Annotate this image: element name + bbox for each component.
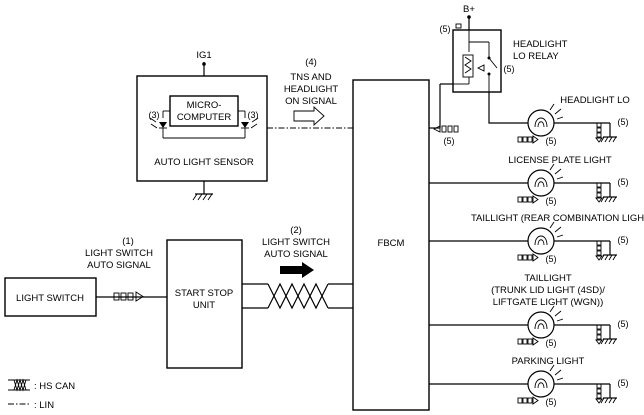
- light-rays-icon: [549, 221, 564, 238]
- legend-lin-label: : LIN: [34, 400, 54, 411]
- load-label: TAILLIGHT (REAR COMBINATION LIGHT): [471, 213, 644, 224]
- signal-4-label-line2: HEADLIGHT: [284, 84, 339, 95]
- legend-hs-can-label: : HS CAN: [34, 381, 75, 392]
- current-flow-icon: [517, 182, 603, 204]
- current-flow-icon: [517, 240, 603, 262]
- ref-5-bplus: (5): [440, 24, 451, 34]
- lin-signal-arrow-icon: [293, 105, 325, 127]
- relay-switch-icon: [469, 41, 498, 92]
- ref-5-load-ground: (5): [618, 319, 629, 329]
- ref-5-load-ground: (5): [618, 235, 629, 245]
- ref-5-load: (5): [546, 196, 557, 206]
- signal-1-label-line2: AUTO SIGNAL: [87, 260, 151, 271]
- ref-3-left: (3): [149, 110, 160, 120]
- ground-icon: [600, 254, 617, 261]
- headlight-lo-relay-block: [452, 29, 502, 93]
- current-icon-relay: [476, 64, 485, 72]
- load-label: LIFTGATE LIGHT (WGN)): [493, 297, 603, 308]
- light-rays-icon: [549, 163, 564, 180]
- ground-icon: [600, 196, 617, 203]
- ref-5-relay-ctrl: (5): [444, 136, 455, 146]
- ref-5-load-ground: (5): [618, 117, 629, 127]
- ref-5-load-ground: (5): [618, 378, 629, 388]
- microcomputer-label-line1: MICRO-: [187, 100, 222, 111]
- relay-label-line2: LO RELAY: [513, 51, 559, 62]
- load-label: HEADLIGHT LO: [560, 95, 630, 106]
- lin-pulse-icon-1: [113, 291, 144, 302]
- current-icon-relay-ctrl: [432, 125, 459, 133]
- relay-to-headlight-wire: [488, 92, 528, 124]
- load-label: LICENSE PLATE LIGHT: [508, 155, 611, 166]
- auto-light-sensor-label: AUTO LIGHT SENSOR: [154, 157, 254, 168]
- bplus-label: B+: [463, 4, 475, 15]
- microcomputer-block: [169, 95, 239, 127]
- light-switch-block: [4, 277, 97, 317]
- lamp-icon: [527, 370, 555, 398]
- signal-2-label-line1: LIGHT SWITCH: [262, 237, 330, 248]
- hs-can-twisted-pair: [242, 282, 353, 310]
- light-rays-icon: [549, 364, 564, 381]
- light-rays-icon: [549, 305, 564, 322]
- signal-4-label-line3: ON SIGNAL: [285, 96, 337, 107]
- ig1-label: IG1: [196, 50, 211, 61]
- ref-5-relay: (5): [504, 64, 515, 74]
- microcomputer-label-line2: COMPUTER: [177, 112, 232, 123]
- load-label: PARKING LIGHT: [512, 356, 585, 367]
- load-label: (TRUNK LID LIGHT (4SD)/: [491, 285, 605, 296]
- ref-5-load-ground: (5): [618, 177, 629, 187]
- lamp-icon: [527, 311, 555, 339]
- bplus-terminal: [467, 15, 471, 19]
- start-stop-unit-block: [166, 239, 243, 369]
- ref-5-load: (5): [546, 397, 557, 407]
- fbcm-block: [352, 79, 430, 411]
- light-rays-icon: [549, 103, 564, 120]
- start-stop-label-line2: UNIT: [193, 300, 215, 311]
- load-4: (5) (5) TAILLIGHT(TRUNK LID LIGHT (4SD)/LI…: [429, 273, 629, 348]
- photodiode-left-icon: [149, 110, 204, 139]
- signal-2-label-line2: AUTO SIGNAL: [264, 249, 328, 260]
- lamp-icon: [527, 169, 555, 197]
- current-flow-icon: [517, 122, 603, 144]
- ground-icon: [600, 397, 617, 404]
- ref-5-load: (5): [546, 254, 557, 264]
- load-2: (5) (5) LICENSE PLATE LIGHT: [429, 155, 629, 206]
- ref-5-load: (5): [546, 136, 557, 146]
- start-stop-label-line1: START STOP: [175, 288, 233, 299]
- load-5: (5) (5) PARKING LIGHT: [429, 356, 629, 407]
- light-switch-label: LIGHT SWITCH: [16, 293, 84, 304]
- relay-label-line1: HEADLIGHT: [513, 39, 568, 50]
- current-flow-icon: [517, 324, 603, 346]
- ground-icon: [600, 338, 617, 345]
- relay-coil-icon: [453, 30, 474, 85]
- ground-icon: [600, 136, 617, 143]
- signal-4-label-line1: TNS AND: [290, 72, 331, 83]
- can-signal-arrow-icon: [280, 262, 314, 278]
- signal-1-label-line1: LIGHT SWITCH: [85, 248, 153, 259]
- fbcm-label: FBCM: [378, 238, 405, 249]
- lamp-icon: [527, 109, 555, 137]
- load-1: (5) (5) HEADLIGHT LO: [517, 95, 630, 146]
- ref-5-load: (5): [546, 338, 557, 348]
- load-3: (5) (5) TAILLIGHT (REAR COMBINATION LIGHT): [429, 213, 644, 264]
- signal-1-number: (1): [122, 236, 134, 247]
- ref-3-right: (3): [248, 110, 259, 120]
- legend-hs-can-icon: [8, 378, 30, 392]
- photodiode-right-icon: [204, 110, 259, 139]
- lamp-icon: [527, 227, 555, 255]
- loads-layer: (5) (5) HEADLIGHT LO (5) (5) LICENSE PLATE LI…: [429, 95, 644, 407]
- ig1-terminal: [202, 62, 206, 66]
- signal-2-number: (2): [290, 225, 302, 236]
- ground-icon: [192, 193, 213, 201]
- signal-4-number: (4): [305, 57, 317, 68]
- load-label: TAILLIGHT: [524, 273, 572, 284]
- current-flow-icon: [517, 383, 603, 405]
